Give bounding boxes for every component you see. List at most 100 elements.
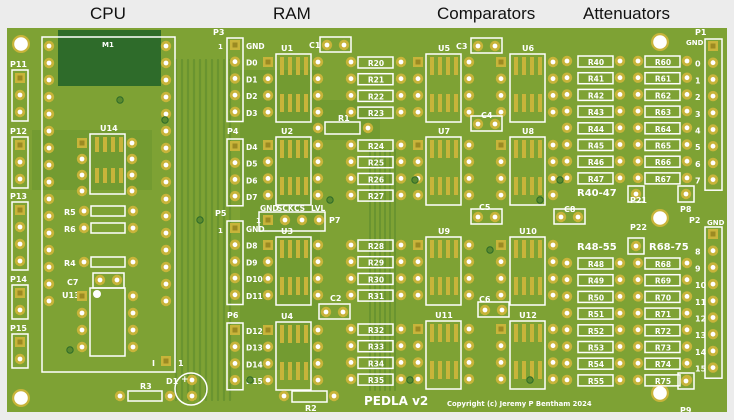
group-label: R40-47 — [577, 188, 617, 199]
resistor-outline — [644, 88, 681, 102]
smd-pad — [280, 277, 284, 295]
resistor-outline — [577, 324, 614, 337]
pad — [395, 373, 407, 385]
ic-pad — [413, 240, 423, 250]
smd-pad — [454, 57, 458, 75]
smd-pad — [430, 361, 434, 379]
header-pad — [14, 156, 26, 168]
header-pad — [229, 157, 241, 168]
ic-pad — [547, 90, 559, 101]
header-outline-p14 — [11, 284, 29, 320]
pin-label: D6 — [246, 176, 257, 185]
ic-pad — [262, 358, 274, 369]
pad — [614, 105, 626, 117]
ic-pad — [312, 358, 324, 369]
ic-pad — [496, 57, 506, 67]
ic-pad — [312, 139, 324, 151]
ic-pad — [495, 106, 507, 118]
smd-pad — [514, 57, 518, 75]
resistor-label: R67 — [655, 175, 671, 184]
ic-pad — [263, 240, 273, 250]
header-pad — [14, 173, 26, 185]
smd-pad — [103, 168, 107, 183]
resistor-label: R42 — [588, 91, 604, 100]
resistor-label-r2: R2 — [305, 404, 317, 412]
ic-pad — [413, 324, 423, 334]
ic-outline-u13 — [89, 287, 126, 357]
smd-pad — [454, 277, 458, 295]
pin-label: D2 — [246, 92, 257, 101]
ic-pad — [412, 156, 424, 167]
cap-label-c1: C1 — [309, 41, 321, 50]
ic-pad — [412, 289, 424, 301]
via — [196, 216, 204, 224]
header-pad — [229, 56, 241, 67]
smd-pad — [95, 168, 99, 183]
pad — [632, 358, 644, 369]
resistor-label: R74 — [655, 360, 671, 369]
cap-outline-c4 — [470, 115, 503, 132]
ic-pad — [495, 156, 507, 167]
ic-pad — [495, 173, 507, 184]
ic-pad — [463, 273, 475, 284]
pad — [395, 173, 407, 184]
resistor-label: R30 — [368, 275, 384, 284]
ic-pad — [262, 156, 274, 167]
resistor-label: R22 — [368, 92, 384, 101]
pad — [561, 139, 573, 150]
ic-pad — [547, 56, 559, 68]
header-outline-p13 — [11, 201, 29, 271]
resistor-outline — [357, 323, 394, 336]
ic-pad — [262, 173, 274, 184]
ic-label-u7: U7 — [438, 127, 450, 136]
module-pad — [160, 227, 172, 239]
resistor-label: R45 — [588, 142, 604, 151]
pad — [561, 172, 573, 184]
pin-label: D4 — [246, 143, 257, 152]
resistor-label: R55 — [588, 377, 604, 386]
header-label-p5: P5 — [215, 209, 227, 218]
via — [556, 176, 564, 184]
mounting-hole-hole — [653, 35, 667, 49]
resistor-label: R44 — [588, 125, 604, 134]
smd-pad — [288, 240, 292, 258]
test-point-label: P21 — [630, 196, 647, 205]
header-pad — [707, 329, 719, 340]
ic-pad — [463, 239, 475, 251]
ic-pad — [463, 106, 475, 118]
resistor-label: R75 — [655, 377, 671, 386]
smd-pad — [530, 277, 534, 295]
header-pad — [707, 157, 719, 169]
smd-pad — [454, 361, 458, 379]
smd-pad — [430, 324, 434, 342]
resistor-outline — [357, 56, 394, 69]
header-label-p1: P1 — [695, 28, 707, 37]
pad — [681, 324, 693, 335]
diode-label-d1: D1 — [166, 377, 179, 386]
ic-label-u10: U10 — [519, 227, 537, 236]
ic-pad — [463, 373, 475, 385]
resistor-outline — [357, 339, 394, 353]
pad — [632, 374, 644, 386]
via — [526, 376, 534, 384]
smd-pad — [288, 325, 292, 343]
spi-pin-label: SCK — [277, 204, 295, 213]
pad — [632, 55, 644, 67]
header-pad — [313, 214, 325, 226]
pad — [472, 211, 484, 223]
smd-pad — [514, 177, 518, 195]
resistor-outline — [644, 307, 681, 320]
header-pad — [707, 174, 719, 185]
pad — [614, 172, 626, 184]
header-pad — [707, 124, 719, 135]
header-pad — [15, 205, 25, 215]
ic-pad — [127, 324, 139, 336]
pad — [114, 390, 126, 402]
smd-pad — [288, 362, 292, 380]
test-point-outline — [677, 185, 695, 203]
cap-outline-c5 — [470, 208, 503, 225]
ic-pad — [547, 340, 559, 351]
pad — [614, 358, 626, 369]
resistor-outline — [577, 55, 614, 68]
